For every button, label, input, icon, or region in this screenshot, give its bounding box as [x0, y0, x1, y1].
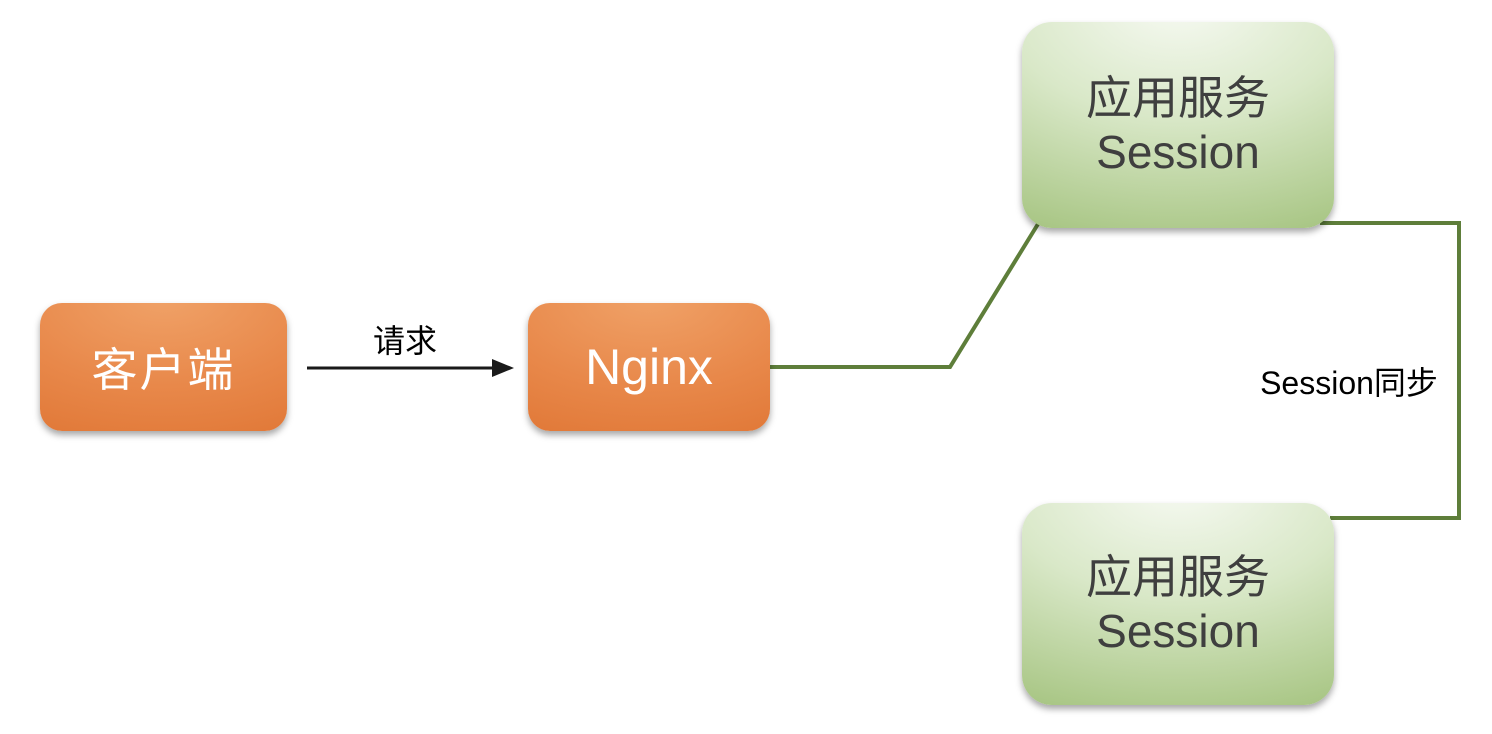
request-arrow: [307, 359, 514, 377]
node-app-server-1-label-line1: 应用服务: [1086, 72, 1270, 124]
request-edge-label: 请求: [372, 323, 437, 359]
connector-app1-to-app2: [1320, 221, 1461, 520]
connector-nginx-to-app1: [770, 222, 1040, 369]
node-client: 客户端: [40, 303, 287, 431]
session-sync-edge-label: Session同步: [1260, 365, 1438, 401]
node-client-label: 客户端: [91, 344, 236, 396]
node-nginx-label: Nginx: [585, 339, 713, 395]
node-app-server-1: 应用服务 Session: [1022, 22, 1334, 228]
node-app-server-2-label-line2: Session: [1096, 605, 1260, 657]
node-app-server-2: 应用服务 Session: [1022, 503, 1334, 705]
node-nginx: Nginx: [528, 303, 770, 431]
node-app-server-1-label-line2: Session: [1096, 126, 1260, 178]
node-app-server-2-label-line1: 应用服务: [1086, 551, 1270, 603]
